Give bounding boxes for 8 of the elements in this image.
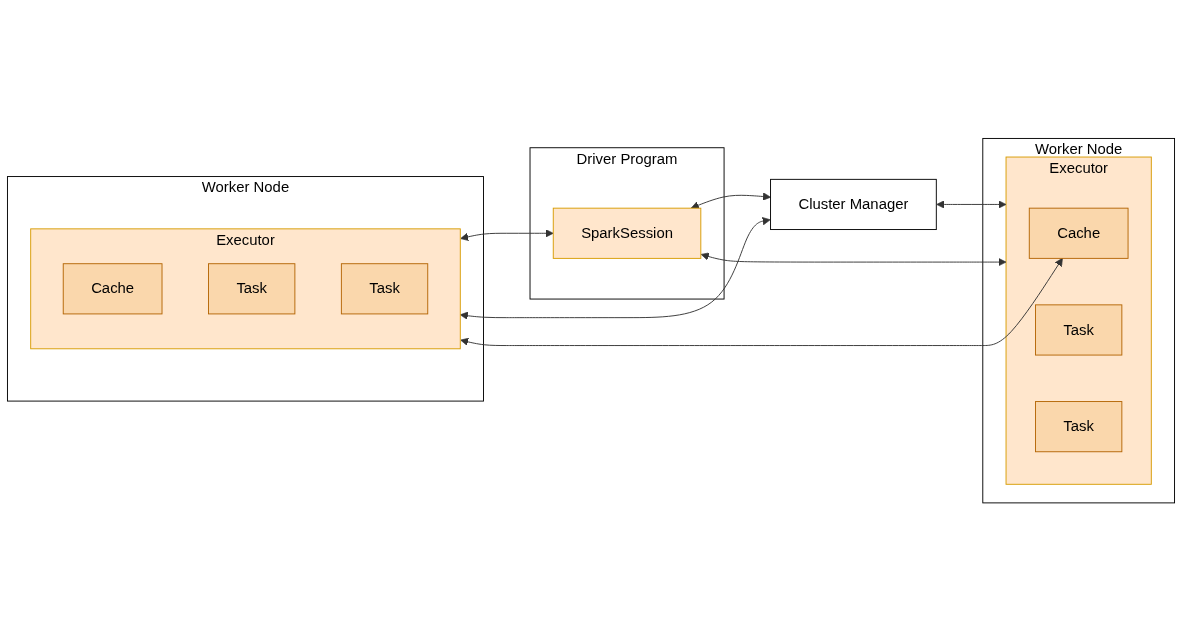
node-box: Task	[208, 263, 296, 315]
node-box: Task	[1035, 304, 1123, 356]
node-box: Task	[1035, 401, 1123, 453]
node-box: Cluster Manager	[770, 179, 937, 231]
node-box: Task	[340, 263, 429, 315]
node-box: Cache	[1028, 208, 1129, 260]
node-box: SparkSession	[552, 208, 702, 260]
node-box: Cache	[62, 263, 163, 315]
